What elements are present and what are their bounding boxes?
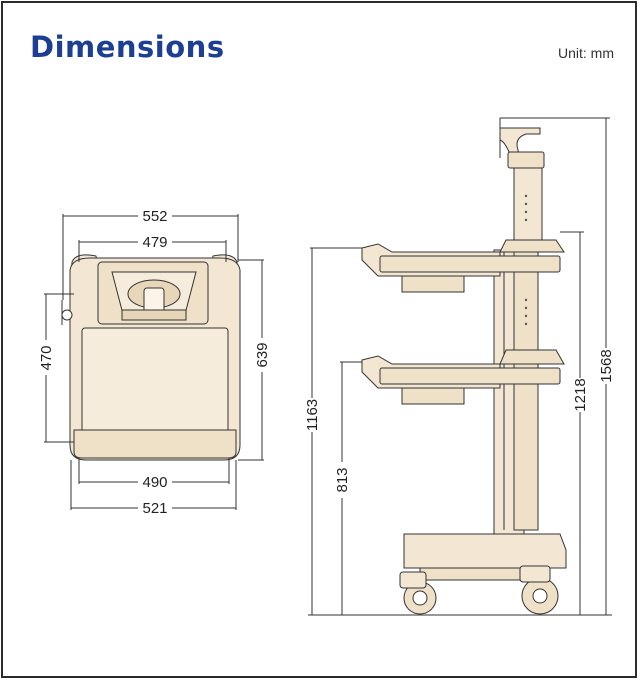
side-view-front-wheel-hub xyxy=(412,590,428,606)
side-view-rear-wheel-hub xyxy=(532,588,548,604)
top-view-base-edge xyxy=(73,429,237,459)
top-view-rail xyxy=(121,309,187,321)
dim-1218: 1218 xyxy=(572,378,589,411)
side-view-mast-top xyxy=(507,151,545,169)
side-view-lower-bracket xyxy=(499,349,565,365)
side-view-upper-bracket xyxy=(499,239,565,253)
side-view-upper-shelf-rail xyxy=(379,255,561,273)
page-title: Dimensions xyxy=(30,30,225,64)
side-view-dimension-labels: 1163 813 1218 1568 xyxy=(304,349,615,492)
dim-1163: 1163 xyxy=(304,399,321,431)
side-view-column-holes xyxy=(524,194,528,326)
side-view-lower-drawer xyxy=(401,387,465,405)
side-view-dimensions xyxy=(308,117,612,616)
dim-813: 813 xyxy=(334,467,351,492)
side-view-upper-mast xyxy=(513,159,543,241)
top-view-cart xyxy=(61,254,241,461)
dim-552: 552 xyxy=(142,208,167,225)
side-view-rear-caster xyxy=(519,565,551,583)
side-view-base xyxy=(403,533,567,569)
top-view-panel xyxy=(81,327,229,441)
side-view-cart xyxy=(361,118,567,615)
dim-479: 479 xyxy=(142,234,167,251)
dim-639: 639 xyxy=(254,342,271,367)
dim-470: 470 xyxy=(38,345,55,370)
dim-490: 490 xyxy=(142,474,167,491)
side-view-upper-drawer xyxy=(401,275,465,293)
dim-1568: 1568 xyxy=(598,349,615,382)
side-view-lower-shelf-rail xyxy=(379,367,561,385)
side-view-rear-column xyxy=(513,239,539,531)
top-view-clamp xyxy=(61,309,73,321)
top-view-dimension-labels: 552 479 490 521 470 639 xyxy=(38,208,271,517)
top-view-dimensions xyxy=(44,214,264,510)
dim-521: 521 xyxy=(142,500,167,517)
side-view-front-caster xyxy=(399,571,427,589)
unit-label: Unit: mm xyxy=(558,45,614,61)
